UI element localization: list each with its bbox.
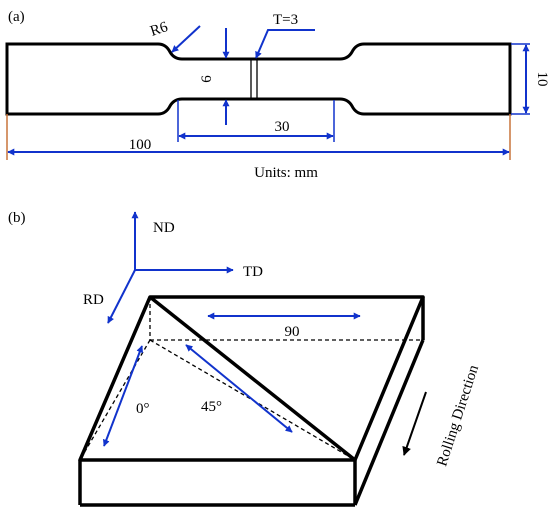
angle-45-label: 45°	[201, 399, 222, 415]
rolling-direction-arrow	[402, 391, 427, 456]
thickness-leader-arrow	[255, 29, 315, 59]
gauge-length-label: 30	[275, 119, 290, 135]
rd-axis-arrow	[107, 269, 136, 324]
total-length-label: 100	[129, 137, 152, 153]
block-outline	[78, 295, 425, 507]
angle-90-label: 90	[285, 324, 300, 340]
radius-leader-arrow	[171, 25, 201, 53]
arrow-0	[102, 345, 144, 447]
rd-axis-label: RD	[83, 292, 104, 308]
td-axis-label: TD	[243, 264, 263, 280]
angle-0-label: 0°	[136, 401, 150, 417]
thickness-label: T=3	[273, 12, 298, 28]
grip-width-label: 10	[534, 72, 550, 87]
panel-b-label: (b)	[8, 210, 26, 226]
radius-label: R6	[148, 19, 170, 40]
nd-axis-label: ND	[153, 220, 175, 236]
arrow-45	[185, 344, 293, 433]
gauge-width-label: 6	[199, 75, 215, 83]
rolling-direction-label: Rolling Direction	[434, 363, 482, 469]
units-label: Units: mm	[254, 165, 318, 181]
panel-a-label: (a)	[8, 9, 25, 25]
